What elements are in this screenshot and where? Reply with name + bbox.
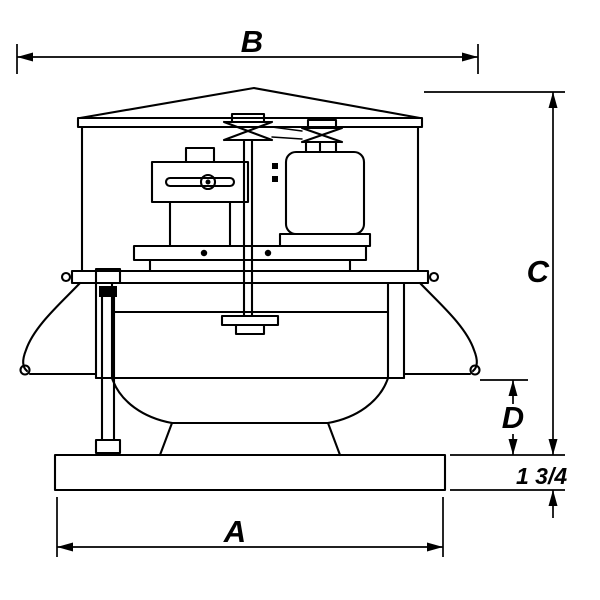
dimension-base-height: 1 3/4 bbox=[450, 463, 567, 518]
dimension-b: B bbox=[16, 24, 479, 74]
dimension-d: D bbox=[480, 379, 528, 455]
ventilator-body bbox=[19, 86, 481, 492]
motor bbox=[272, 140, 372, 248]
dimension-c: C bbox=[424, 91, 565, 456]
dim-label-base-height: 1 3/4 bbox=[516, 463, 567, 489]
dim-label-b: B bbox=[241, 24, 263, 59]
base-curb bbox=[53, 453, 447, 492]
drive-pulley bbox=[222, 112, 274, 142]
drive-belt bbox=[271, 126, 303, 140]
dim-label-a: A bbox=[223, 514, 246, 549]
conduit bbox=[94, 267, 122, 455]
dim-label-c: C bbox=[527, 254, 550, 289]
skirt-left bbox=[19, 281, 98, 376]
motor-deck bbox=[132, 244, 368, 273]
hood bbox=[60, 86, 440, 285]
skirt-right bbox=[402, 281, 481, 376]
dim-label-d: D bbox=[502, 400, 524, 435]
adjustment-bracket bbox=[150, 146, 250, 248]
windband bbox=[94, 281, 406, 380]
fan-shaft bbox=[220, 138, 280, 336]
inlet-bowl bbox=[110, 376, 390, 457]
dimension-a: A bbox=[56, 497, 444, 557]
